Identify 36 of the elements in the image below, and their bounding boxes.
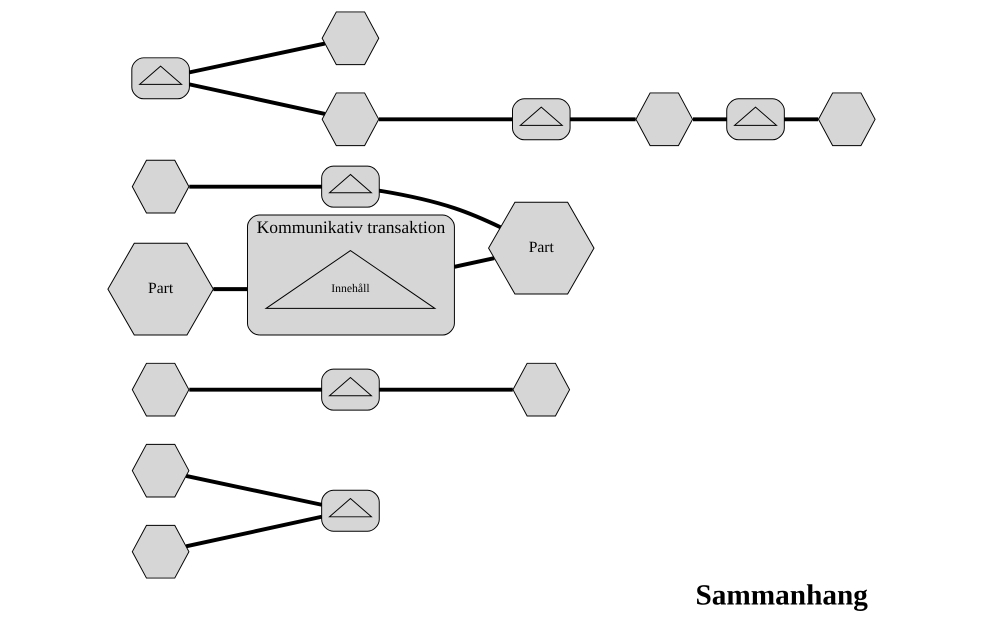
- connector: [693, 117, 727, 122]
- cluster: [321, 368, 380, 411]
- node-hexagon: [132, 524, 190, 579]
- node-triangle: [138, 65, 183, 85]
- node-hexagon: [512, 362, 570, 417]
- connector: [189, 184, 322, 189]
- connector: [189, 42, 326, 74]
- node-hexagon: [132, 362, 190, 417]
- node-triangle: [328, 498, 373, 518]
- connector: [454, 256, 494, 269]
- connector: [570, 117, 636, 122]
- connector: [378, 188, 502, 229]
- connector: [213, 287, 248, 292]
- diagram-title: Sammanhang: [696, 579, 868, 612]
- connector: [379, 388, 513, 392]
- node-triangle: [519, 106, 564, 126]
- connector: [784, 117, 818, 122]
- cluster: [512, 98, 571, 140]
- connector: [189, 388, 322, 392]
- node-triangle: [328, 376, 373, 396]
- node-hexagon: [322, 11, 380, 66]
- cluster: [131, 57, 190, 100]
- connector: [186, 474, 322, 507]
- connector: [186, 514, 322, 548]
- node-hexagon: [132, 444, 190, 498]
- connector: [378, 117, 512, 122]
- node-hexagon: [132, 160, 190, 214]
- connector: [189, 82, 326, 116]
- cluster: [726, 98, 785, 140]
- node-hexagon: [322, 92, 380, 146]
- node-triangle: [733, 106, 778, 126]
- node-hexagon: [635, 92, 694, 146]
- node-hexagon: [818, 92, 876, 146]
- cluster: [321, 166, 380, 208]
- node-triangle: [328, 174, 373, 194]
- cluster: [321, 490, 380, 532]
